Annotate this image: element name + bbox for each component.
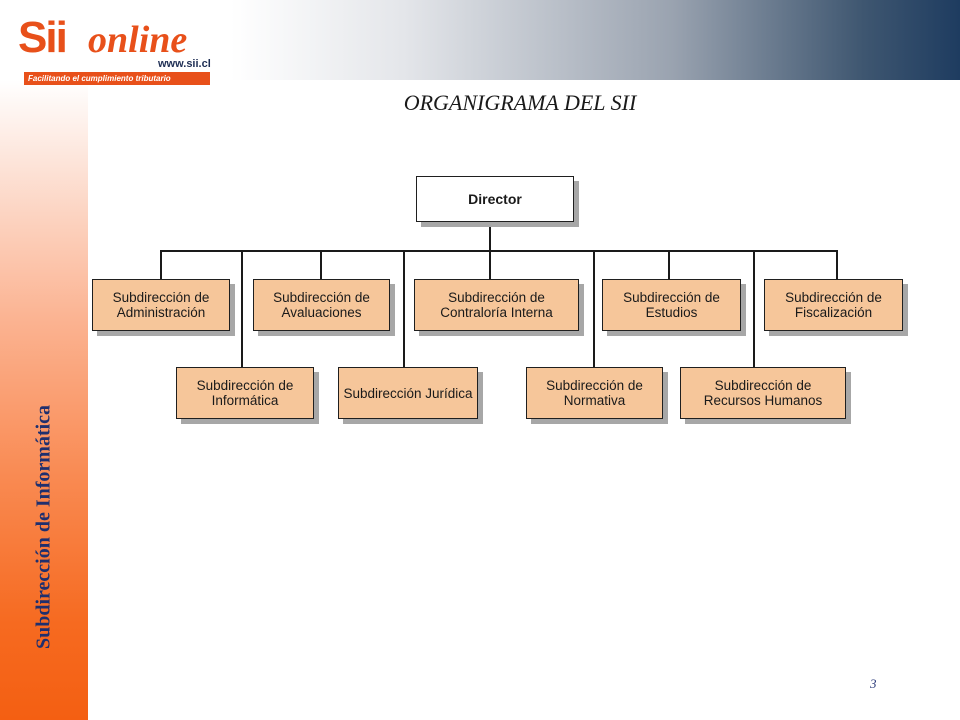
connector-normativa [593,250,595,368]
logo-brand: Sii [18,13,68,62]
page-number: 3 [870,676,877,691]
connector-recursos-humanos [753,250,755,368]
sidebar-label: Subdirección de Informática [32,404,55,650]
logo-tagline: Facilitando el cumplimiento tributario [24,72,210,85]
connector-administracion [160,250,162,280]
connector-avaluaciones [320,250,322,280]
org-box-avaluaciones: Subdirección de Avaluaciones [253,279,390,331]
org-box-director: Director [416,176,574,222]
sidebar-gradient-band [0,80,88,720]
connector-juridica [403,250,405,368]
connector-estudios [668,250,670,280]
org-box-contraloria: Subdirección de Contraloría Interna [414,279,579,331]
org-box-fiscalizacion: Subdirección de Fiscalización [764,279,903,331]
org-box-administracion: Subdirección de Administración [92,279,230,331]
logo-word: online [88,19,188,61]
org-box-recursos-humanos: Subdirección de Recursos Humanos [680,367,846,419]
connector-informatica [241,250,243,368]
connector-contraloria [489,250,491,280]
org-box-juridica: Subdirección Jurídica [338,367,478,419]
org-box-estudios: Subdirección de Estudios [602,279,741,331]
sii-online-logo: Sii online www.sii.cl Facilitando el cum… [18,13,228,85]
connector-root-trunk [489,221,491,251]
org-box-normativa: Subdirección de Normativa [526,367,663,419]
slide-title: ORGANIGRAMA DEL SII [403,90,637,115]
header-gradient-band [0,0,960,80]
connector-fiscalizacion [836,250,838,280]
logo-url: www.sii.cl [158,58,211,70]
org-box-informatica: Subdirección de Informática [176,367,314,419]
connector-horizontal-bus [160,250,838,252]
